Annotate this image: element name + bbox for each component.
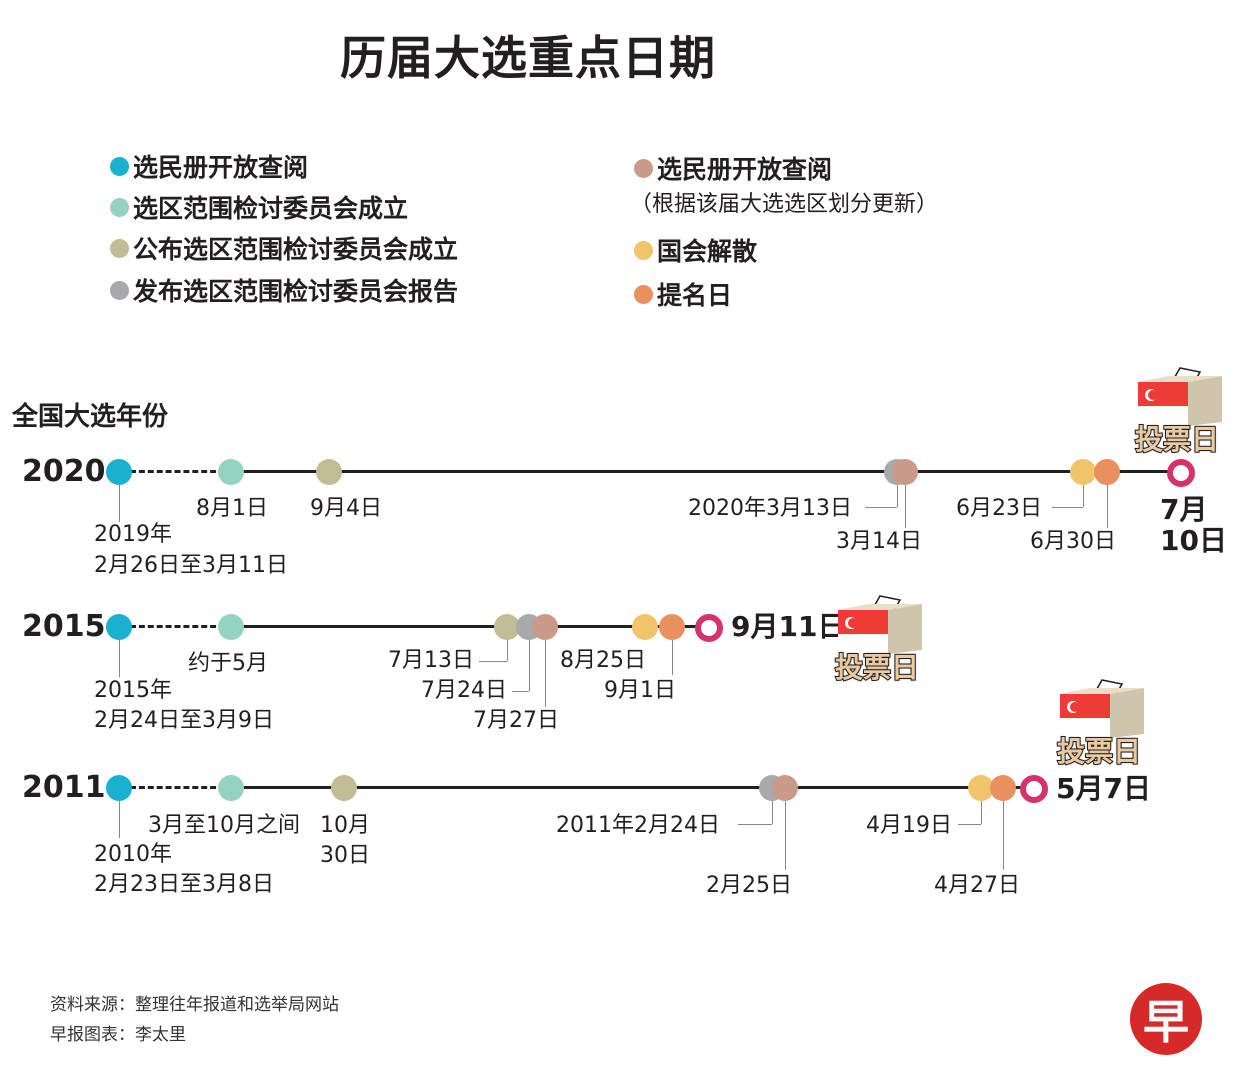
- date-label: 2月23日至3月8日: [94, 872, 274, 897]
- event-dot: [632, 614, 658, 640]
- polling-day-label: 投票日: [834, 650, 920, 685]
- event-dot: [659, 614, 685, 640]
- source-note: 资料来源：整理往年报道和选举局网站: [50, 995, 339, 1015]
- date-label: 2011年2月24日: [556, 813, 720, 838]
- date-label: 2月24日至3月9日: [94, 708, 274, 733]
- dashed-line: [130, 470, 225, 473]
- dot-icon: [634, 284, 653, 304]
- zaobao-logo: 早: [1130, 983, 1202, 1055]
- legend-item: 提名日: [634, 276, 732, 312]
- polling-date: 9月11日: [731, 610, 846, 643]
- year-label: 2020: [22, 454, 106, 489]
- date-label: 4月27日: [934, 873, 1020, 898]
- date-label: 2010年: [94, 842, 172, 867]
- date-label: 2月25日: [706, 873, 792, 898]
- date-label: 7月24日: [421, 678, 507, 703]
- credit-note: 早报图表：李太里: [50, 1025, 186, 1045]
- date-label: 7月13日: [388, 648, 474, 673]
- date-label: 6月30日: [1030, 529, 1116, 554]
- event-dot: [106, 614, 132, 640]
- date-label: 8月1日: [196, 496, 268, 521]
- event-dot: [772, 775, 798, 801]
- legend-item: 选区范围检讨委员会成立: [110, 189, 408, 225]
- polling-day-marker: [1020, 775, 1048, 803]
- event-dot: [316, 459, 342, 485]
- polling-day-marker: [1167, 459, 1195, 487]
- legend-label: 发布选区范围检讨委员会报告: [133, 277, 459, 306]
- dot-icon: [110, 156, 129, 176]
- polling-day-label: 投票日: [1056, 734, 1142, 769]
- dot-icon: [110, 280, 129, 300]
- date-label: 2020年3月13日: [688, 496, 852, 521]
- polling-day-marker: [695, 614, 723, 642]
- event-dot: [968, 775, 994, 801]
- event-dot: [1094, 459, 1120, 485]
- event-dot: [494, 614, 520, 640]
- polling-date: 7月: [1160, 493, 1208, 526]
- event-dot: [106, 459, 132, 485]
- date-label: 4月19日: [866, 813, 952, 838]
- legend-label: 选区范围检讨委员会成立: [133, 194, 409, 223]
- year-label: 2015: [22, 609, 106, 644]
- event-dot: [218, 775, 244, 801]
- axis-title: 全国大选年份: [12, 402, 169, 432]
- year-label: 2011: [22, 770, 106, 805]
- dot-icon: [634, 158, 653, 178]
- legend-label: 公布选区范围检讨委员会成立: [133, 235, 459, 264]
- event-dot: [218, 459, 244, 485]
- date-label: 9月4日: [310, 496, 382, 521]
- dot-icon: [110, 197, 129, 217]
- event-dot: [1070, 459, 1096, 485]
- date-label: 3月14日: [836, 529, 922, 554]
- legend-item: 国会解散: [634, 232, 757, 268]
- event-dot: [990, 775, 1016, 801]
- date-label: 8月25日: [560, 648, 646, 673]
- page-title: 历届大选重点日期: [340, 31, 716, 85]
- polling-date: 5月7日: [1056, 772, 1151, 805]
- date-label: 2019年: [94, 522, 172, 547]
- dot-icon: [110, 238, 129, 258]
- legend-item: 公布选区范围检讨委员会成立: [110, 230, 458, 266]
- polling-date: 10日: [1160, 524, 1227, 557]
- ballot-box-icon: [838, 594, 924, 654]
- dashed-line: [130, 786, 225, 789]
- legend-label: 国会解散: [657, 237, 758, 266]
- date-label: 30日: [320, 843, 370, 868]
- event-dot: [218, 614, 244, 640]
- ballot-box-icon: [1138, 366, 1224, 426]
- legend-label: 选民册开放查阅: [657, 155, 833, 184]
- date-label: 6月23日: [956, 496, 1042, 521]
- legend-item: 选民册开放查阅: [634, 150, 832, 186]
- date-label: 约于5月: [188, 651, 268, 676]
- dot-icon: [634, 240, 653, 260]
- timeline-line: [225, 470, 1175, 473]
- date-label: 7月27日: [473, 708, 559, 733]
- polling-day-label: 投票日: [1134, 422, 1220, 457]
- timeline-line: [225, 625, 703, 628]
- legend-note: （根据该届大选选区划分更新）: [630, 192, 939, 217]
- timeline-line: [225, 786, 1028, 789]
- legend-label: 选民册开放查阅: [133, 153, 309, 182]
- date-label: 2015年: [94, 678, 172, 703]
- date-label: 3月至10月之间: [148, 813, 300, 838]
- ballot-box-icon: [1060, 678, 1146, 738]
- dashed-line: [130, 625, 225, 628]
- legend-item: 发布选区范围检讨委员会报告: [110, 272, 458, 308]
- event-dot: [106, 775, 132, 801]
- event-dot: [331, 775, 357, 801]
- date-label: 9月1日: [604, 678, 676, 703]
- event-dot: [532, 614, 558, 640]
- legend-item: 选民册开放查阅: [110, 148, 308, 184]
- event-dot: [892, 459, 918, 485]
- date-label: 2月26日至3月11日: [94, 553, 288, 578]
- legend-label: 提名日: [657, 281, 733, 310]
- date-label: 10月: [320, 813, 370, 838]
